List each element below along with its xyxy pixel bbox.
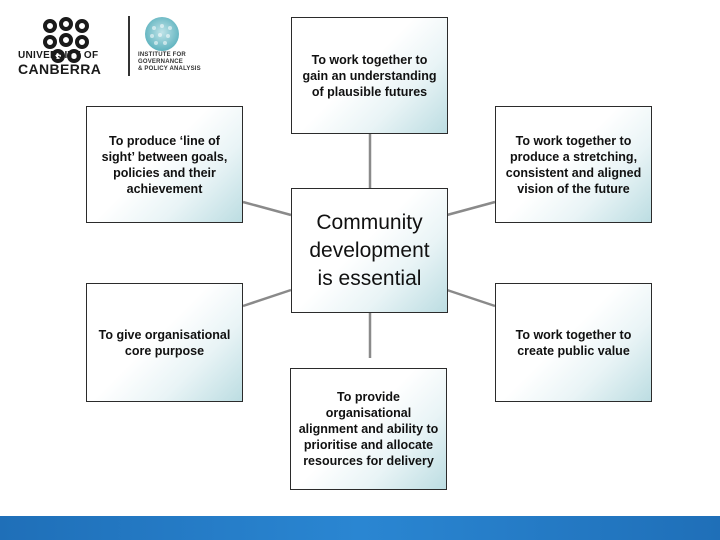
university-name-line1: UNIVERSITY OF [18,50,99,61]
box-center-text: Community development is essential [309,210,430,290]
box-upper-right: To work together to produce a stretching… [495,106,652,223]
box-upper-right-text: To work together to produce a stretching… [505,133,642,196]
footer-bar [0,516,720,540]
box-bottom: To provide organisational alignment and … [290,368,447,490]
box-upper-left: To produce ‘line of sight’ between goals… [86,106,243,223]
box-top: To work together to gain an understandin… [291,17,448,134]
institute-name-line3: & POLICY ANALYSIS [138,66,201,72]
connector-upper-left [242,200,292,217]
institute-name-line2: GOVERNANCE [138,59,184,65]
institute-name: INSTITUTE FOR GOVERNANCE & POLICY ANALYS… [138,52,218,73]
box-top-text: To work together to gain an understandin… [302,52,437,99]
institute-name-line1: INSTITUTE FOR [138,52,186,58]
connector-upper-right [446,200,496,217]
university-name-line2: CANBERRA [18,61,102,77]
connector-lower-left [242,288,292,308]
box-lower-left-text: To give organisational core purpose [98,327,231,358]
logo-divider [128,16,130,76]
box-lower-right: To work together to create public value [495,283,652,402]
box-center: Community development is essential [291,188,448,313]
university-logo-icon [43,17,89,63]
box-lower-left: To give organisational core purpose [86,283,243,402]
box-bottom-text: To provide organisational alignment and … [298,390,439,468]
connector-lower-right [446,288,496,308]
institute-logo-icon [145,17,179,51]
logo-area: UNIVERSITY OF CANBERRA INSTITUTE FOR GOV… [18,14,208,80]
university-name: UNIVERSITY OF CANBERRA [18,50,118,77]
box-upper-left-text: To produce ‘line of sight’ between goals… [101,133,228,196]
box-lower-right-text: To work together to create public value [515,327,632,358]
